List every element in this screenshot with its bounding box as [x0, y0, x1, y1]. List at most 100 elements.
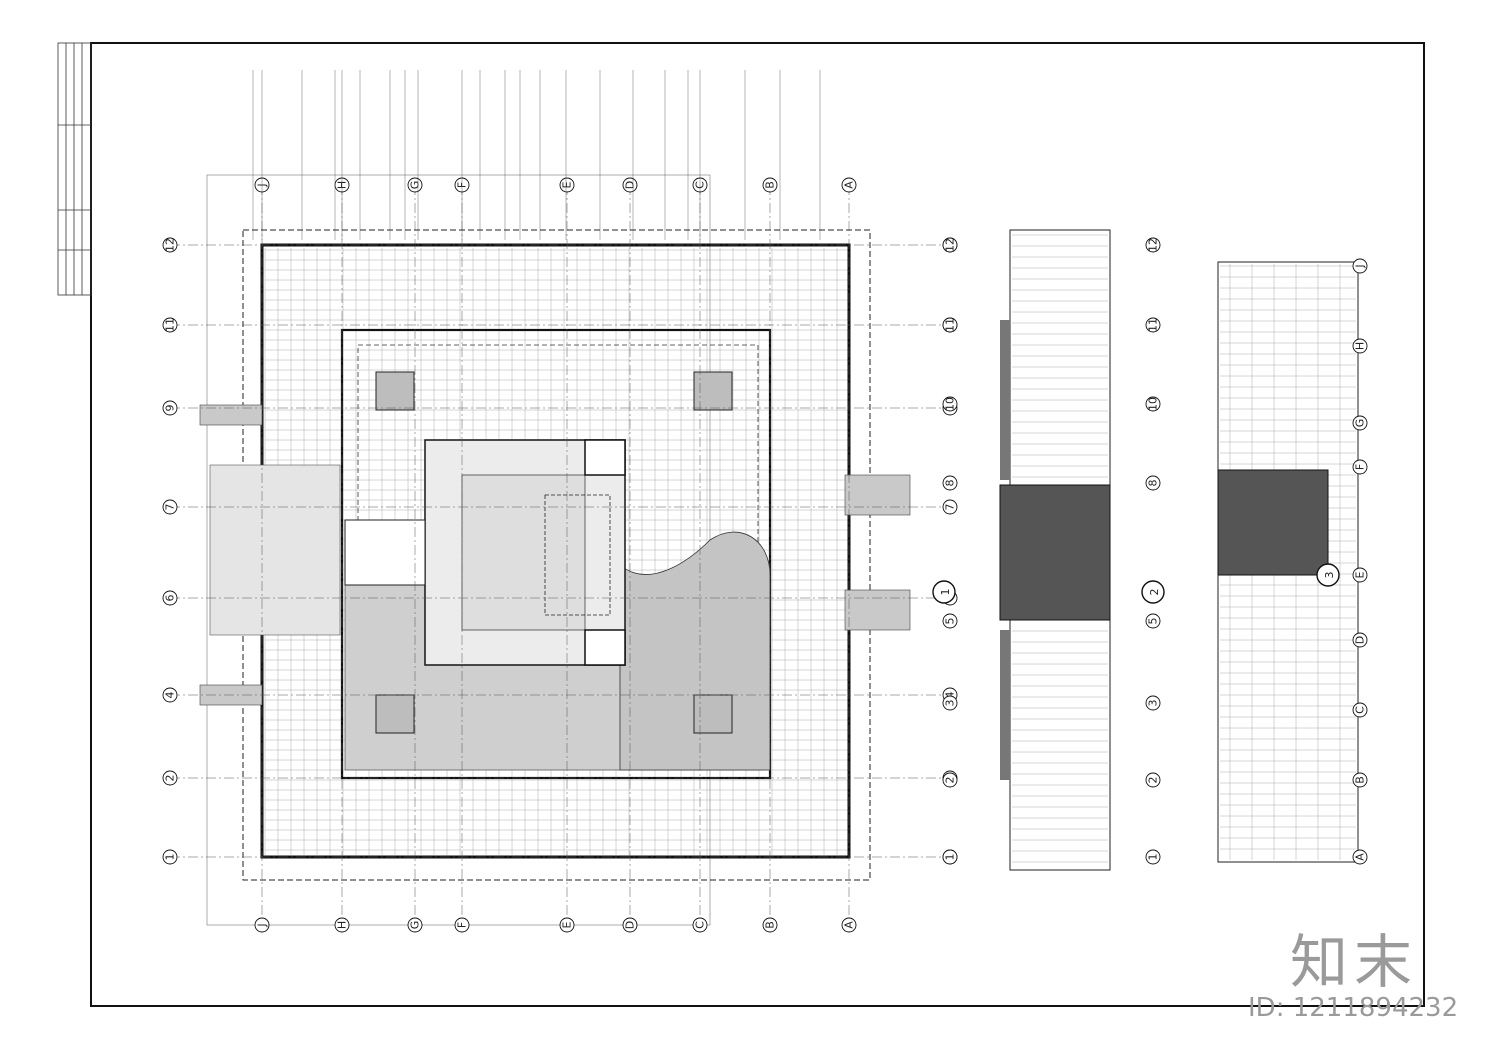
svg-text:11: 11 — [944, 318, 957, 332]
svg-text:4: 4 — [944, 692, 957, 699]
svg-text:8: 8 — [944, 480, 957, 487]
svg-text:12: 12 — [1147, 238, 1160, 252]
svg-text:D: D — [1354, 636, 1367, 644]
grid-bubble-A: A — [841, 917, 857, 933]
svg-text:G: G — [1354, 419, 1367, 428]
svg-text:1: 1 — [164, 854, 177, 861]
grid-bubble-7: 7 — [942, 499, 958, 515]
svg-text:A: A — [843, 181, 856, 189]
svg-text:C: C — [1354, 706, 1367, 714]
elevaj-bubble-C: C — [1352, 702, 1368, 718]
grid-bubble-B: B — [762, 917, 778, 933]
svg-text:5: 5 — [944, 618, 957, 625]
grid-bubble-J: J — [254, 917, 270, 933]
svg-text:2: 2 — [944, 777, 957, 784]
svg-text:6: 6 — [164, 595, 177, 602]
svg-text:8: 8 — [1147, 480, 1160, 487]
svg-text:J: J — [256, 923, 269, 927]
grid-bubble-E: E — [559, 177, 575, 193]
svg-text:2: 2 — [1148, 589, 1161, 596]
elevaj-bubble-D: D — [1352, 632, 1368, 648]
grid-bubble-6: 6 — [162, 590, 178, 606]
svg-text:G: G — [409, 921, 422, 930]
grid-bubble-E: E — [559, 917, 575, 933]
svg-text:B: B — [1354, 776, 1367, 784]
elev12-left-bubble-3: 3 — [942, 695, 958, 711]
elev12-bubble-3: 3 — [1145, 695, 1161, 711]
grid-bubble-4: 4 — [162, 687, 178, 703]
grid-bubble-1: 1 — [162, 849, 178, 865]
elev12-bubble-11: 11 — [1145, 317, 1161, 333]
svg-text:E: E — [561, 181, 574, 188]
elevaj-bubble-A: A — [1352, 849, 1368, 865]
grid-bubble-11: 11 — [162, 317, 178, 333]
grid-bubble-9: 9 — [162, 400, 178, 416]
svg-text:F: F — [456, 922, 469, 928]
svg-text:E: E — [1354, 571, 1367, 578]
elev12-bubble-8: 8 — [1145, 475, 1161, 491]
elevaj-bubble-H: H — [1352, 338, 1368, 354]
svg-text:1: 1 — [1147, 854, 1160, 861]
elev12-left-bubble-10: 10 — [942, 396, 958, 412]
elevation-a-j: J H G F E D C B A — [1217, 258, 1368, 865]
svg-text:10: 10 — [944, 397, 957, 411]
grid-bubble-G: G — [407, 177, 423, 193]
grid-bubble-2: 2 — [162, 770, 178, 786]
svg-text:A: A — [843, 921, 856, 929]
svg-text:J: J — [1354, 264, 1367, 268]
drawing-title-bubbles: 1 2 3 — [932, 563, 1340, 604]
grid-bubble-H: H — [334, 917, 350, 933]
brand-logo: 知末 — [1290, 928, 1419, 996]
elevaj-bubble-E: E — [1352, 567, 1368, 583]
svg-text:D: D — [624, 921, 637, 929]
elev12-left-bubble-8: 8 — [942, 475, 958, 491]
svg-text:B: B — [764, 921, 777, 929]
svg-text:C: C — [694, 921, 707, 929]
sheet-border — [90, 42, 1425, 1007]
svg-text:A: A — [1354, 853, 1367, 861]
svg-text:3: 3 — [1323, 572, 1336, 579]
grid-bubble-C: C — [692, 917, 708, 933]
svg-text:2: 2 — [164, 775, 177, 782]
elevation-1-12: 12 11 10 8 5 3 2 1 12 11 10 8 5 3 2 1 — [942, 229, 1161, 871]
svg-text:D: D — [624, 181, 637, 189]
svg-text:2: 2 — [1147, 777, 1160, 784]
elev12-left-bubble-11: 11 — [942, 317, 958, 333]
svg-text:9: 9 — [164, 405, 177, 412]
grid-bubble-G: G — [407, 917, 423, 933]
svg-text:H: H — [1354, 342, 1367, 350]
grid-bubble-D: D — [622, 177, 638, 193]
svg-text:H: H — [336, 921, 349, 929]
svg-text:12: 12 — [164, 238, 177, 252]
grid-bubble-D: D — [622, 917, 638, 933]
title-block — [57, 42, 92, 296]
svg-text:E: E — [561, 921, 574, 928]
svg-text:10: 10 — [1147, 397, 1160, 411]
grid-bubble-B: B — [762, 177, 778, 193]
svg-text:F: F — [1354, 464, 1367, 470]
elev12-left-bubble-5: 5 — [942, 613, 958, 629]
elevaj-bubble-G: G — [1352, 415, 1368, 431]
grid-bubble-7: 7 — [162, 499, 178, 515]
elevaj-bubble-J: J — [1352, 258, 1368, 274]
grid-bubble-F: F — [454, 917, 470, 933]
elevaj-bubble-B: B — [1352, 772, 1368, 788]
svg-text:7: 7 — [164, 504, 177, 511]
svg-text:3: 3 — [944, 700, 957, 707]
elev12-bubble-10: 10 — [1145, 396, 1161, 412]
elevaj-bubble-F: F — [1352, 459, 1368, 475]
svg-text:12: 12 — [944, 238, 957, 252]
svg-text:11: 11 — [164, 318, 177, 332]
svg-text:4: 4 — [164, 692, 177, 699]
svg-text:G: G — [409, 181, 422, 190]
svg-text:3: 3 — [1147, 700, 1160, 707]
elev12-bubble-12: 12 — [1145, 237, 1161, 253]
elev12-bubble-1: 1 — [1145, 849, 1161, 865]
svg-text:7: 7 — [944, 504, 957, 511]
elev12-left-bubble-2: 2 — [942, 772, 958, 788]
svg-text:1: 1 — [939, 589, 952, 596]
svg-text:5: 5 — [1147, 618, 1160, 625]
grid-bubble-A: A — [841, 177, 857, 193]
svg-text:B: B — [764, 181, 777, 189]
